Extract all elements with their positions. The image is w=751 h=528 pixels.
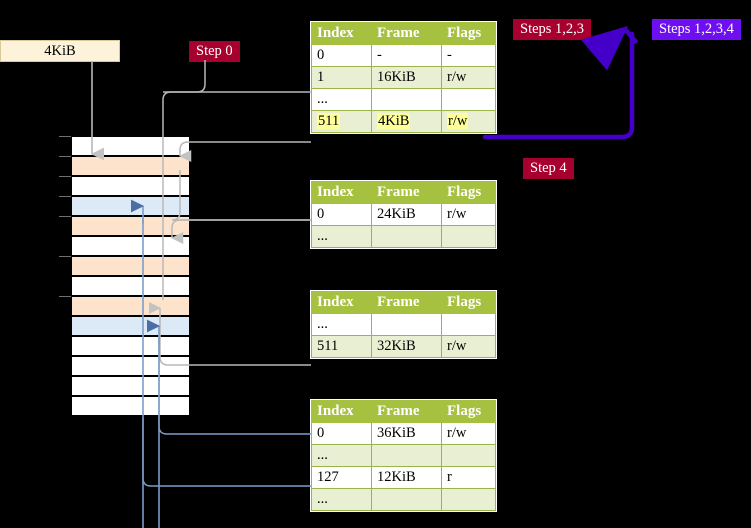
cell-flags xyxy=(441,225,496,248)
cell-flags: r/w xyxy=(441,335,496,358)
cell-index: 511 xyxy=(311,335,372,358)
cell-flags: - xyxy=(441,44,496,67)
badge-steps-1-2-3-4: Steps 1,2,3,4 xyxy=(652,19,741,40)
cell-flags xyxy=(441,488,496,511)
cell-index: 127 xyxy=(311,466,372,489)
cell-frame xyxy=(371,488,442,511)
cell-index: 1 xyxy=(311,66,372,89)
cell-index: ... xyxy=(311,225,372,248)
cell-index: 0 xyxy=(311,44,372,67)
column-header-index: Index xyxy=(311,291,372,314)
table-row: 511 4KiB r/w xyxy=(311,110,496,133)
column-header-flags: Flags xyxy=(441,291,496,314)
cell-index: ... xyxy=(311,88,372,111)
cell-index: 0 xyxy=(311,422,372,445)
memory-frame-row xyxy=(71,296,190,316)
cell-flags: r/w xyxy=(441,203,496,226)
cell-frame: 24KiB xyxy=(371,203,442,226)
cell-flags: r xyxy=(441,466,496,489)
highlighted-value: r/w xyxy=(447,113,469,129)
badge-steps-1-2-3: Steps 1,2,3 xyxy=(513,19,592,40)
column-header-flags: Flags xyxy=(441,181,496,204)
memory-frame-row xyxy=(71,376,190,396)
cell-frame: - xyxy=(371,44,442,67)
memory-row-tick xyxy=(59,196,71,197)
memory-frame-row xyxy=(71,176,190,196)
table-row: ... xyxy=(311,225,496,248)
memory-frame-row xyxy=(71,276,190,296)
cell-flags: r/w xyxy=(441,110,496,133)
cell-flags: r/w xyxy=(441,66,496,89)
cell-frame: 36KiB xyxy=(371,422,442,445)
memory-frame-row xyxy=(71,256,190,276)
column-header-index: Index xyxy=(311,181,372,204)
memory-row-tick xyxy=(59,296,71,297)
memory-size-label: 4KiB xyxy=(0,40,120,62)
memory-row-tick xyxy=(59,156,71,157)
cell-index: 511 xyxy=(311,110,372,133)
memory-frame-row xyxy=(71,216,190,236)
table-row: ... xyxy=(311,488,496,511)
column-header-frame: Frame xyxy=(371,291,442,314)
physical-memory-column xyxy=(59,136,190,417)
memory-frame-row xyxy=(71,136,190,156)
column-header-frame: Frame xyxy=(371,22,442,45)
column-header-frame: Frame xyxy=(371,400,442,423)
table-row: 0-- xyxy=(311,44,496,67)
cell-frame: 12KiB xyxy=(371,466,442,489)
column-header-frame: Frame xyxy=(371,181,442,204)
cell-index: ... xyxy=(311,313,372,336)
cell-frame xyxy=(371,313,442,336)
column-header-flags: Flags xyxy=(441,400,496,423)
column-header-flags: Flags xyxy=(441,22,496,45)
memory-row-tick xyxy=(59,136,71,137)
cell-flags xyxy=(441,88,496,111)
memory-frame-row xyxy=(71,336,190,356)
cell-frame xyxy=(371,444,442,467)
cell-flags: r/w xyxy=(441,422,496,445)
memory-row-tick xyxy=(59,216,71,217)
column-header-index: Index xyxy=(311,400,372,423)
badge-step-0: Step 0 xyxy=(189,41,240,62)
memory-frame-row xyxy=(71,396,190,416)
memory-row-tick xyxy=(59,256,71,257)
cell-frame: 32KiB xyxy=(371,335,442,358)
cell-index: 0 xyxy=(311,203,372,226)
highlighted-value: 4KiB xyxy=(377,113,411,129)
memory-frame-row xyxy=(71,356,190,376)
cell-index: ... xyxy=(311,444,372,467)
table-row: ... xyxy=(311,313,496,336)
table-row: ... xyxy=(311,444,496,467)
memory-row-tick xyxy=(59,176,71,177)
memory-frame-row xyxy=(71,196,190,216)
cell-frame xyxy=(371,88,442,111)
cell-flags xyxy=(441,444,496,467)
table-row: ... xyxy=(311,88,496,111)
cell-index: ... xyxy=(311,488,372,511)
badge-step-4: Step 4 xyxy=(523,158,574,179)
memory-frame-row xyxy=(71,316,190,336)
column-header-index: Index xyxy=(311,22,372,45)
highlighted-value: 511 xyxy=(317,113,341,129)
cell-frame: 16KiB xyxy=(371,66,442,89)
memory-frame-row xyxy=(71,156,190,176)
memory-frame-row xyxy=(71,236,190,256)
cell-frame xyxy=(371,225,442,248)
cell-frame: 4KiB xyxy=(371,110,442,133)
cell-flags xyxy=(441,313,496,336)
